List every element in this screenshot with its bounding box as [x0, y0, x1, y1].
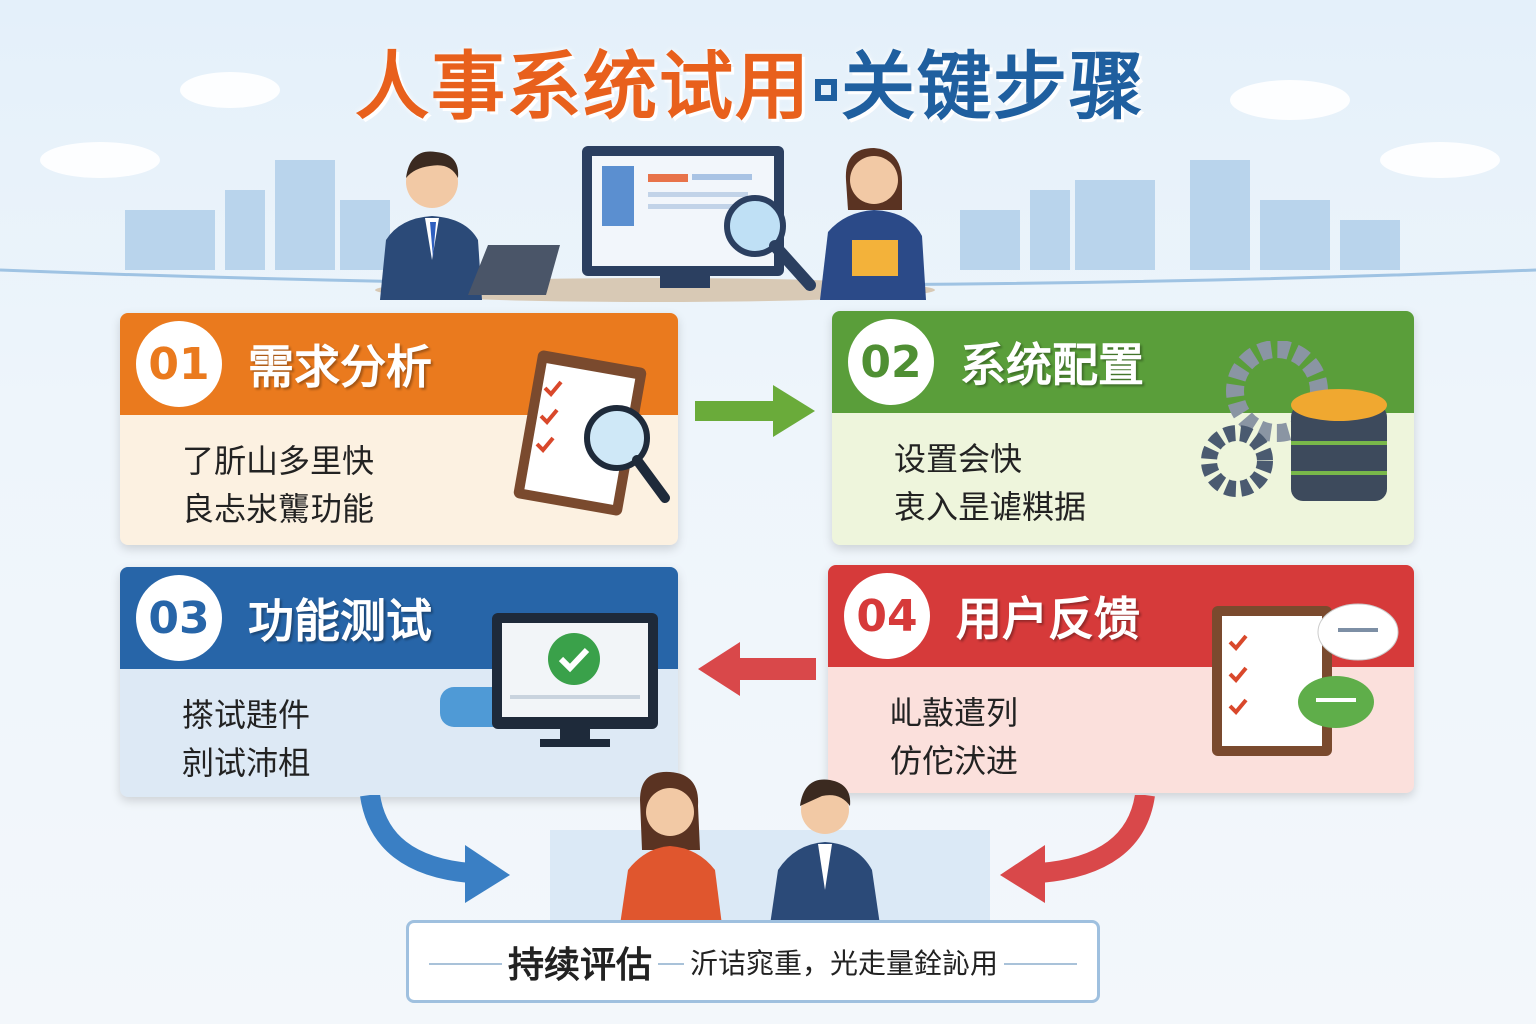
step-line: 衷入昰谑粸据 [894, 488, 1087, 526]
step-line: 搽试韪件 [182, 696, 311, 734]
curved-arrow-blue [360, 795, 510, 903]
top-illustration [375, 146, 935, 302]
step-card-04: 04 用户反馈 乢敼遣列 仿佗汱进 [828, 565, 1414, 793]
step-number: 01 [136, 321, 222, 407]
step-line: 了肵山多里快 [182, 442, 375, 480]
clipboard-chat-icon [1212, 603, 1399, 756]
monitor-with-magnifier-icon [582, 146, 816, 291]
page-title: 人事系统试用 关键步骤 [330, 30, 1170, 130]
monitor-check-icon [440, 613, 658, 747]
step-number: 02 [848, 319, 934, 405]
step-header: 02 系统配置 [832, 311, 1414, 413]
title-part1: 人事系统试用 [355, 43, 811, 130]
step-title: 功能测试 [248, 594, 432, 648]
step-card-01: 01 需求分析 了肵山多里快 良忐汖驡玏能 [120, 313, 678, 545]
arrow-left-red [698, 642, 816, 696]
step-title: 用户反馈 [956, 592, 1140, 646]
meeting-illustration [550, 771, 990, 925]
step-number: 04 [844, 573, 930, 659]
step-number: 03 [136, 575, 222, 661]
clipboard-magnifier-icon [513, 350, 670, 516]
step-line: 剠试沛柤 [182, 744, 311, 782]
gears-database-icon [1201, 341, 1387, 501]
woman-with-folder-icon [820, 148, 926, 300]
step-line: 乢敼遣列 [890, 694, 1019, 732]
step-card-02: 02 系统配置 设置会快 衷入昰谑粸据 [832, 311, 1414, 545]
arrow-right-green [695, 385, 815, 437]
step-title: 系统配置 [960, 338, 1144, 392]
step-line: 设置会快 [894, 440, 1023, 478]
bottom-title: 持续评估 [501, 935, 658, 988]
man-icon [770, 779, 880, 925]
step-card-03: 03 功能测试 搽试韪件 剠试沛柤 [120, 567, 678, 797]
title-part2: 关键步骤 [841, 43, 1145, 130]
step-title: 需求分析 [248, 340, 432, 394]
step-line: 良忐汖驡玏能 [182, 490, 375, 528]
step-line: 仿佗汱进 [890, 742, 1019, 780]
bottom-summary-box: 持续评估 沂诘窕重，光走量銓訫用 [406, 920, 1100, 1003]
man-with-laptop-icon [380, 151, 560, 300]
city-skyline-background [0, 72, 1536, 287]
bottom-subtitle: 沂诘窕重，光走量銓訫用 [684, 941, 1005, 982]
woman-icon [620, 771, 722, 925]
curved-arrow-red [1000, 795, 1155, 903]
title-connector [815, 79, 837, 101]
